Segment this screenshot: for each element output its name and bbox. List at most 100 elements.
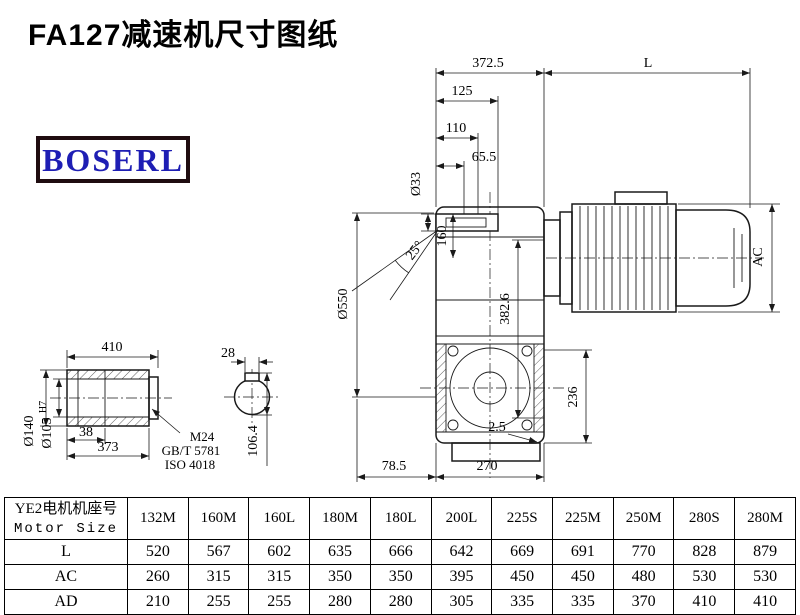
bolt-thread-label: M24 (190, 429, 215, 444)
angle-25-label: 25° (403, 239, 427, 264)
dimensions-top: 372.5 L 125 110 65.5 Ø33 160 (409, 56, 751, 258)
table-cell: 828 (673, 539, 736, 565)
page-title: FA127减速机尺寸图纸 (28, 19, 339, 52)
dim-2-5: 2.5 (488, 420, 538, 443)
dim-125: 125 (436, 84, 498, 105)
dim-270: 270 (436, 443, 545, 482)
dim-overall-width: 372.5 (436, 56, 544, 77)
dim-overall-width-label: 372.5 (472, 56, 504, 71)
bolt-standard-gbt-label: GB/T 5781 (162, 443, 221, 458)
table-cell: 260 (127, 564, 189, 590)
dim-38: 38 (66, 425, 106, 460)
motor-assembly (543, 191, 751, 313)
dim-160-label: 160 (435, 226, 450, 247)
dim-125-label: 125 (452, 84, 473, 99)
dim-outer-dia-label: Ø140 (22, 415, 37, 446)
table-cell: 315 (248, 564, 311, 590)
dim-housing-dia-label: Ø550 (336, 288, 351, 319)
shaft-keyway (445, 217, 487, 228)
dim-shaft-dia: Ø33 (409, 172, 436, 232)
dim-motor-dia-label: AC (751, 247, 766, 266)
table-cell: 350 (369, 564, 432, 590)
dim-2-5-label: 2.5 (488, 420, 506, 435)
brand-logo-text: BOSERL (42, 141, 184, 178)
shaft-end-step (148, 376, 159, 420)
dim-bore-tolerance-label: H7 (38, 401, 49, 413)
dim-106-4-label: 106.4 (246, 425, 261, 457)
table-cell: 642 (430, 539, 493, 565)
row-label: AC (4, 564, 128, 590)
dim-65-5: 65.5 (436, 150, 497, 170)
frame-size-header: 280M (734, 497, 796, 540)
dim-373: 373 (67, 428, 150, 460)
dim-key-width-label: 28 (221, 346, 235, 361)
row-label: AD (4, 589, 128, 615)
dim-410-label: 410 (102, 340, 123, 355)
table-cell: 567 (187, 539, 250, 565)
table-cell: 770 (612, 539, 675, 565)
dim-38-label: 38 (79, 425, 93, 440)
flange-bolt-hole (521, 345, 533, 357)
dim-bore-dia-label: Ø105 (40, 417, 55, 448)
frame-size-header: 160L (248, 497, 311, 540)
frame-size-header: 250M (612, 497, 675, 540)
frame-size-header: 200L (430, 497, 493, 540)
dim-106-4: 106.4 (246, 372, 272, 466)
frame-size-header: 180M (309, 497, 371, 540)
table-cell: 879 (734, 539, 796, 565)
table-cell: 669 (491, 539, 554, 565)
motor-size-header-en: Motor Size (13, 521, 118, 537)
frame-size-header: 280S (673, 497, 736, 540)
terminal-box (614, 191, 668, 205)
table-cell: 480 (612, 564, 675, 590)
fan-cowl (675, 209, 751, 307)
dim-110: 110 (436, 121, 478, 142)
table-cell: 280 (309, 589, 371, 615)
motor-size-header: YE2电机机座号 Motor Size (4, 497, 128, 540)
dim-110-label: 110 (446, 121, 466, 136)
dim-shaft-dia-label: Ø33 (409, 172, 424, 196)
table-cell: 210 (127, 589, 189, 615)
dim-motor-dia: AC (678, 203, 780, 313)
output-bore (449, 347, 531, 429)
table-cell: 280 (369, 589, 432, 615)
table-cell: 335 (491, 589, 554, 615)
dim-outer-dia: Ø140 (22, 369, 67, 447)
flange-bolt-hole (447, 419, 459, 431)
dim-78-5-label: 78.5 (382, 459, 407, 474)
main-view (420, 192, 764, 478)
table-cell: 666 (369, 539, 432, 565)
bore-keyway (244, 372, 260, 382)
table-cell: 255 (248, 589, 311, 615)
dim-236-label: 236 (566, 387, 581, 408)
table-cell: 602 (248, 539, 311, 565)
shaft-section-view: 28 106.4 (221, 346, 280, 466)
motor-size-header-cn: YE2电机机座号 (14, 501, 118, 517)
dimensions-left: 25° Ø550 382.6 (336, 212, 544, 419)
dim-382-6: 382.6 (498, 239, 544, 419)
table-cell: 410 (673, 589, 736, 615)
table-cell: 520 (127, 539, 189, 565)
dim-bore-dia: Ø105 H7 (38, 378, 67, 449)
table-cell: 530 (673, 564, 736, 590)
table-cell: 450 (491, 564, 554, 590)
dim-410: 410 (66, 340, 159, 368)
table-cell: 635 (309, 539, 371, 565)
dim-housing-dia: Ø550 (336, 212, 436, 398)
dimensions-right-bottom: AC 236 2.5 78.5 270 (356, 203, 780, 482)
dim-160: 160 (435, 214, 457, 258)
dim-270-label: 270 (477, 459, 498, 474)
table-cell: 370 (612, 589, 675, 615)
table-cell: 305 (430, 589, 493, 615)
table-cell: 410 (734, 589, 796, 615)
table-cell: 530 (734, 564, 796, 590)
shaft-side-view: 410 Ø140 Ø105 H7 38 373 M24 GB/T 5781 I (22, 340, 220, 472)
dim-motor-length-label: L (644, 56, 653, 71)
row-label: L (4, 539, 128, 565)
bolt-standard-iso-label: ISO 4018 (165, 457, 215, 472)
dim-65-5-label: 65.5 (472, 150, 497, 165)
